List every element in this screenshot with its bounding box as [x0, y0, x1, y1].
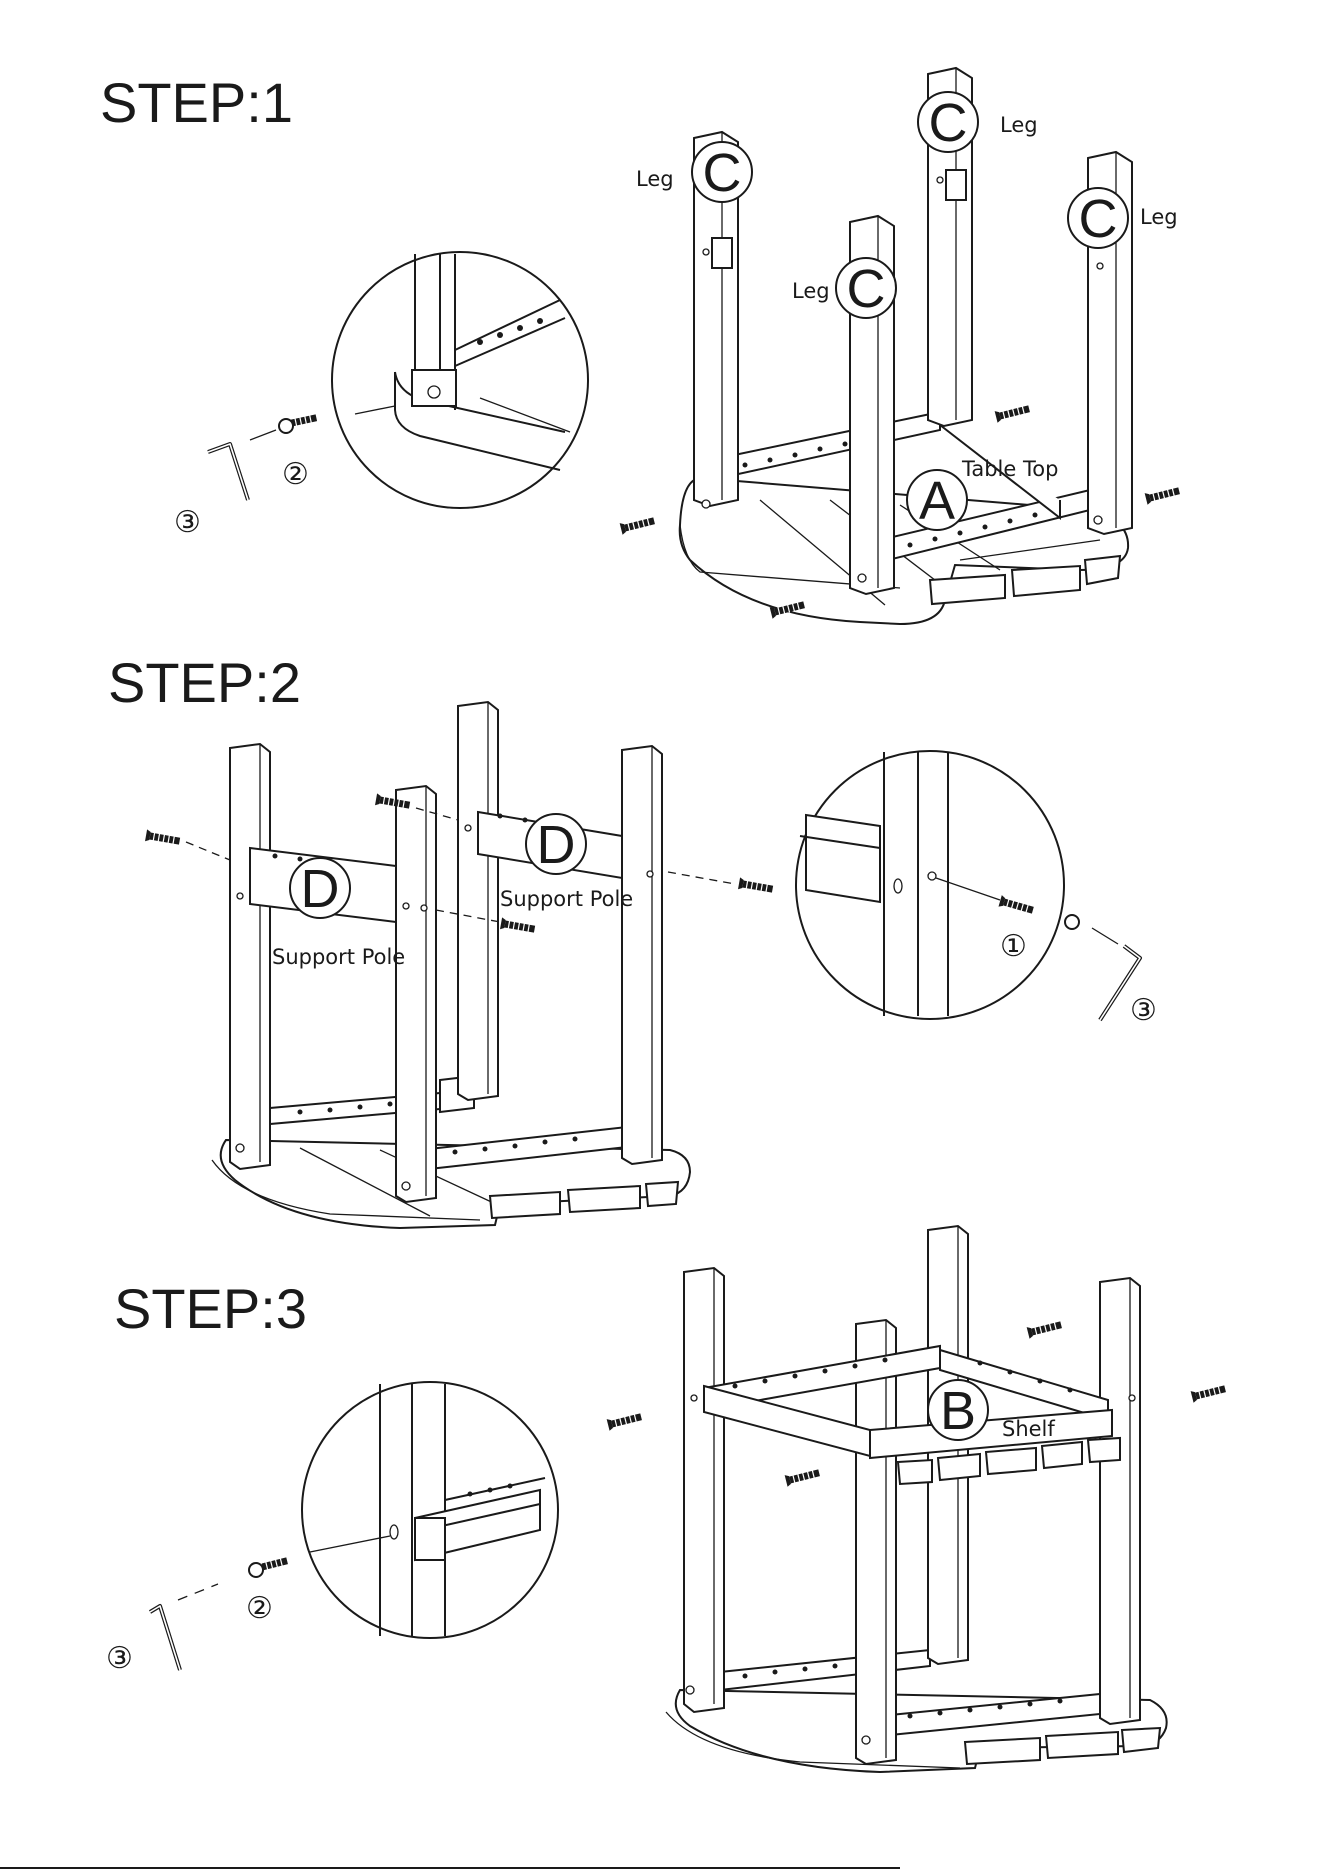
- part-letter: B: [940, 1381, 976, 1441]
- part-letter: C: [1079, 189, 1118, 249]
- part-name: Leg: [1140, 205, 1178, 229]
- hardware-2-label: ②: [282, 458, 309, 491]
- part-name: Shelf: [1002, 1417, 1055, 1441]
- hardware-1-label: ①: [1000, 930, 1027, 963]
- part-letter: D: [301, 859, 340, 919]
- step-1-detail-circle: [332, 252, 588, 508]
- step-2-detail-circle: [796, 751, 1079, 1019]
- step-2-hardware: ① ③: [1000, 928, 1157, 1027]
- part-letter: C: [847, 259, 886, 319]
- step-3-bolt-callout: ② ③: [106, 1555, 289, 1675]
- part-name: Table Top: [961, 457, 1058, 481]
- part-letter: C: [703, 143, 742, 203]
- hardware-2-label: ②: [246, 1592, 273, 1625]
- part-name: Leg: [1000, 113, 1038, 137]
- step-2-assembly: [145, 702, 774, 1228]
- part-name: Leg: [636, 167, 674, 191]
- hardware-3-label: ③: [106, 1642, 133, 1675]
- part-letter: D: [537, 815, 576, 875]
- part-name: Support Pole: [500, 887, 633, 911]
- step-1-hardware-2: ②: [282, 458, 309, 491]
- step-3-detail-circle: [302, 1382, 558, 1638]
- leg-c-label-4: C Leg: [792, 258, 896, 319]
- hardware-3-label: ③: [1130, 994, 1157, 1027]
- part-letter: C: [929, 93, 968, 153]
- hardware-3-label: ③: [174, 506, 201, 539]
- leg-c-label-2: C Leg: [918, 92, 1038, 153]
- step-1-hardware-3: ③: [174, 506, 201, 539]
- step-3-assembly: [607, 1226, 1227, 1772]
- part-letter: A: [919, 471, 955, 531]
- part-name: Support Pole: [272, 945, 405, 969]
- part-name: Leg: [792, 279, 830, 303]
